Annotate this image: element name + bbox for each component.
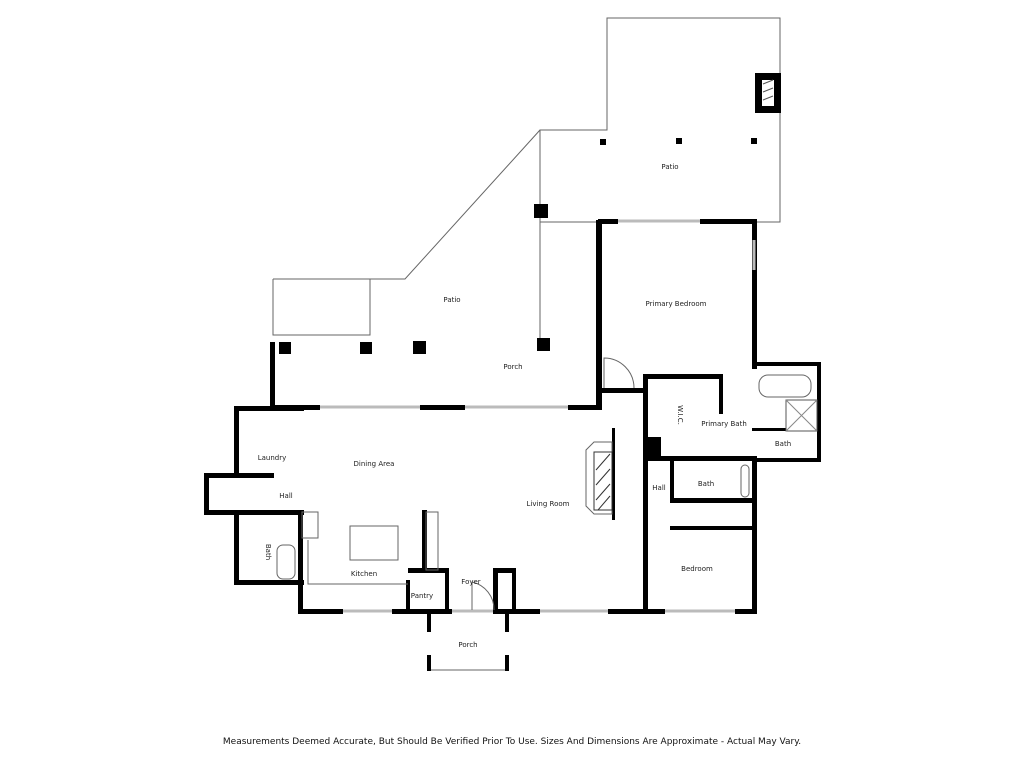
label-bedroom: Bedroom <box>681 565 713 573</box>
room-labels: Patio Patio Primary Bedroom Porch Laundr… <box>258 163 791 649</box>
walls <box>204 219 821 671</box>
chimney <box>755 73 781 113</box>
label-patio-lower: Patio <box>443 296 460 304</box>
label-porch-front: Porch <box>458 641 477 649</box>
patio-outlines <box>272 17 781 345</box>
label-laundry: Laundry <box>258 454 287 462</box>
label-primary-bedroom: Primary Bedroom <box>646 300 707 308</box>
label-dining-area: Dining Area <box>354 460 395 468</box>
label-bath-left: Bath <box>264 544 272 560</box>
label-hall-left: Hall <box>279 492 292 500</box>
label-bath-hall: Bath <box>698 480 714 488</box>
label-kitchen: Kitchen <box>351 570 377 578</box>
label-living-room: Living Room <box>527 500 570 508</box>
label-wic: W.I.C. <box>676 405 684 425</box>
label-porch-back: Porch <box>503 363 522 371</box>
label-foyer: Foyer <box>461 578 481 586</box>
label-hall-right: Hall <box>652 484 665 492</box>
columns <box>279 138 757 354</box>
label-patio-upper: Patio <box>661 163 678 171</box>
label-primary-bath: Primary Bath <box>701 420 747 428</box>
label-pantry: Pantry <box>411 592 433 600</box>
label-bath-primary-wc: Bath <box>775 440 791 448</box>
disclaimer-footer: Measurements Deemed Accurate, But Should… <box>222 737 802 747</box>
